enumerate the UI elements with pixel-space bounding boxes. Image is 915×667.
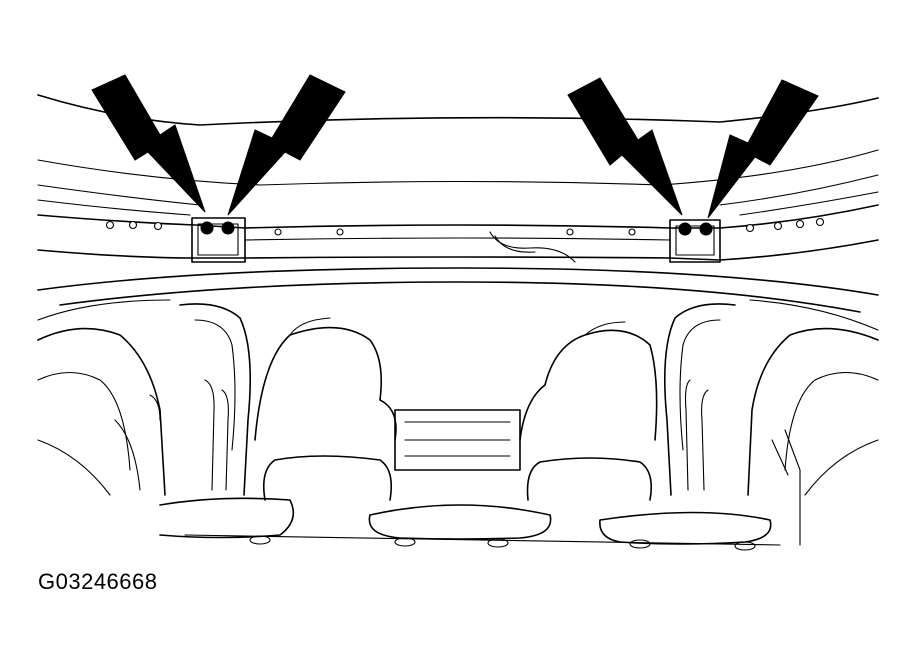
rail-hole [745, 223, 755, 233]
rail-hole [336, 228, 344, 236]
right-mounting-bracket [669, 219, 721, 263]
vehicle-interior-illustration [37, 74, 879, 551]
bolt-icon [699, 222, 713, 236]
right-pillar [664, 303, 879, 546]
rail-hole [153, 221, 163, 231]
bolt-icon [678, 222, 692, 236]
roof-rail [37, 204, 879, 263]
arrow-icon [91, 74, 206, 213]
rail-hole [105, 220, 115, 230]
center-console [394, 409, 521, 471]
arrow-icon [227, 74, 346, 216]
rail-hole [566, 228, 574, 236]
rail-hole [628, 228, 636, 236]
callout-arrows [91, 74, 819, 219]
arrow-icon [567, 77, 683, 216]
rail-hole [773, 221, 783, 231]
rail-hole [274, 228, 282, 236]
windshield-header [37, 267, 879, 331]
rail-hole [815, 217, 825, 227]
rail-hole [128, 220, 138, 230]
bolt-icon [200, 221, 214, 235]
figure-id-label: G03246668 [38, 569, 158, 594]
rail-hole [795, 219, 805, 229]
left-pillar [37, 303, 251, 496]
right-seat [519, 321, 658, 441]
bolt-icon [221, 221, 235, 235]
rear-seats [159, 455, 781, 551]
arrow-icon [707, 79, 819, 219]
left-seat [254, 317, 397, 441]
left-mounting-bracket [191, 217, 246, 263]
